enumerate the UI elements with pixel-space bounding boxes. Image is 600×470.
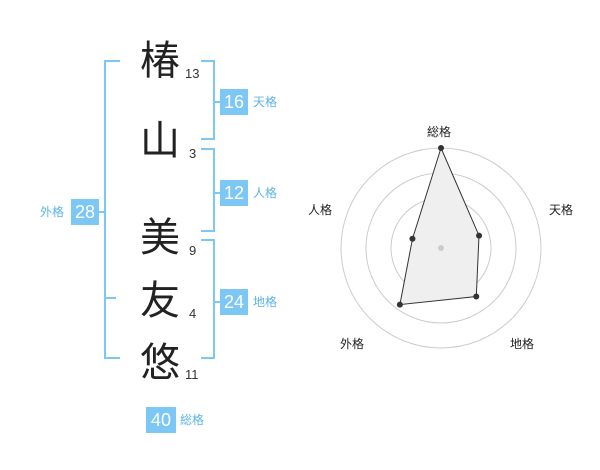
- radar-point-3: [396, 301, 403, 308]
- radar-point-2: [473, 293, 480, 300]
- soukaku-label: 総格: [180, 413, 205, 427]
- name-char-5: 悠: [140, 340, 180, 386]
- stroke-count-4: 4: [189, 306, 197, 321]
- stroke-count-2: 3: [189, 146, 197, 161]
- gaikaku-label: 外格: [40, 205, 65, 219]
- stroke-count-5: 11: [185, 367, 199, 382]
- chikaku-value: 24: [220, 289, 248, 315]
- radar-area: [399, 146, 480, 306]
- name-char-3: 美: [140, 215, 180, 261]
- radar-point-0: [438, 145, 444, 151]
- soukaku-value: 40: [146, 407, 176, 433]
- radar-point-1: [476, 232, 483, 239]
- radar-label-chikaku: 地格: [510, 337, 535, 351]
- radar-center: [438, 245, 444, 251]
- name-char-1: 椿: [140, 38, 180, 84]
- stroke-count-3: 9: [189, 243, 197, 258]
- radar-label-soukaku: 総格: [427, 125, 452, 139]
- gaikaku-value: 28: [71, 199, 99, 225]
- tenkaku-value: 16: [220, 89, 248, 115]
- name-char-2: 山: [140, 118, 180, 164]
- jinkaku-value: 12: [220, 180, 248, 206]
- jinkaku-label: 人格: [253, 186, 278, 200]
- radar-label-tenkaku: 天格: [549, 203, 574, 217]
- tenkaku-label: 天格: [253, 95, 278, 109]
- chikaku-label: 地格: [253, 295, 278, 309]
- stroke-count-1: 13: [185, 66, 200, 81]
- radar-point-4: [409, 235, 416, 242]
- name-char-4: 友: [140, 278, 180, 324]
- radar-label-jinkaku: 人格: [308, 203, 333, 217]
- radar-points: [396, 145, 483, 308]
- radar-label-gaikaku: 外格: [340, 337, 365, 351]
